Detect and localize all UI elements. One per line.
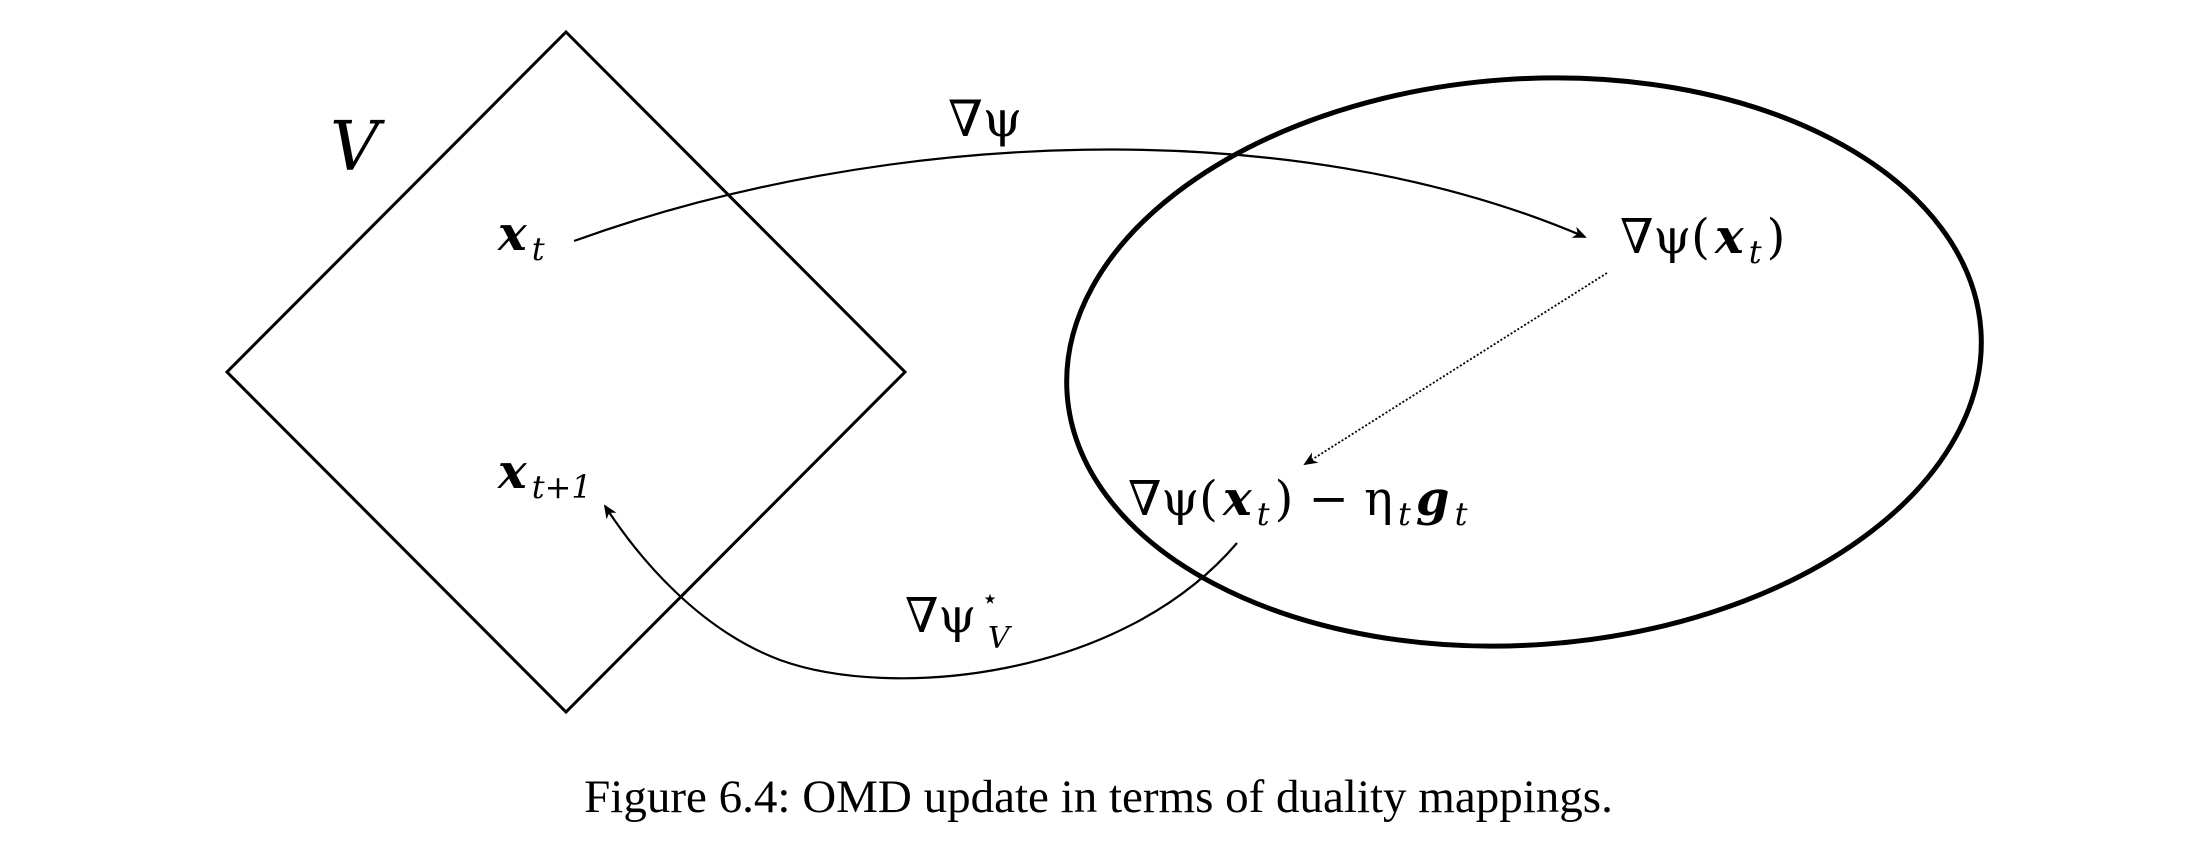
set-label-v: V (330, 108, 385, 187)
point-x-t1-label: x t+1 (497, 444, 592, 506)
dual-point-label: ∇ψ( x t ) (1620, 209, 1785, 271)
point-x-t-label: x t (497, 206, 545, 268)
inverse-map-label: ∇ψ ⋆ V (905, 582, 1013, 656)
mirror-map-label: ∇ψ (948, 90, 1022, 148)
primal-set-diamond (224, 29, 908, 715)
figure-caption: Figure 6.4: OMD update in terms of duali… (584, 771, 1613, 823)
dual-space-ellipse (1064, 75, 1984, 649)
dual-update-label: ∇ψ( x t ) − η t g t (1128, 471, 1468, 533)
mirror-map-arrow (573, 148, 1587, 243)
gradient-step-arrow (1303, 272, 1608, 466)
inverse-map-arrow (603, 504, 1238, 680)
